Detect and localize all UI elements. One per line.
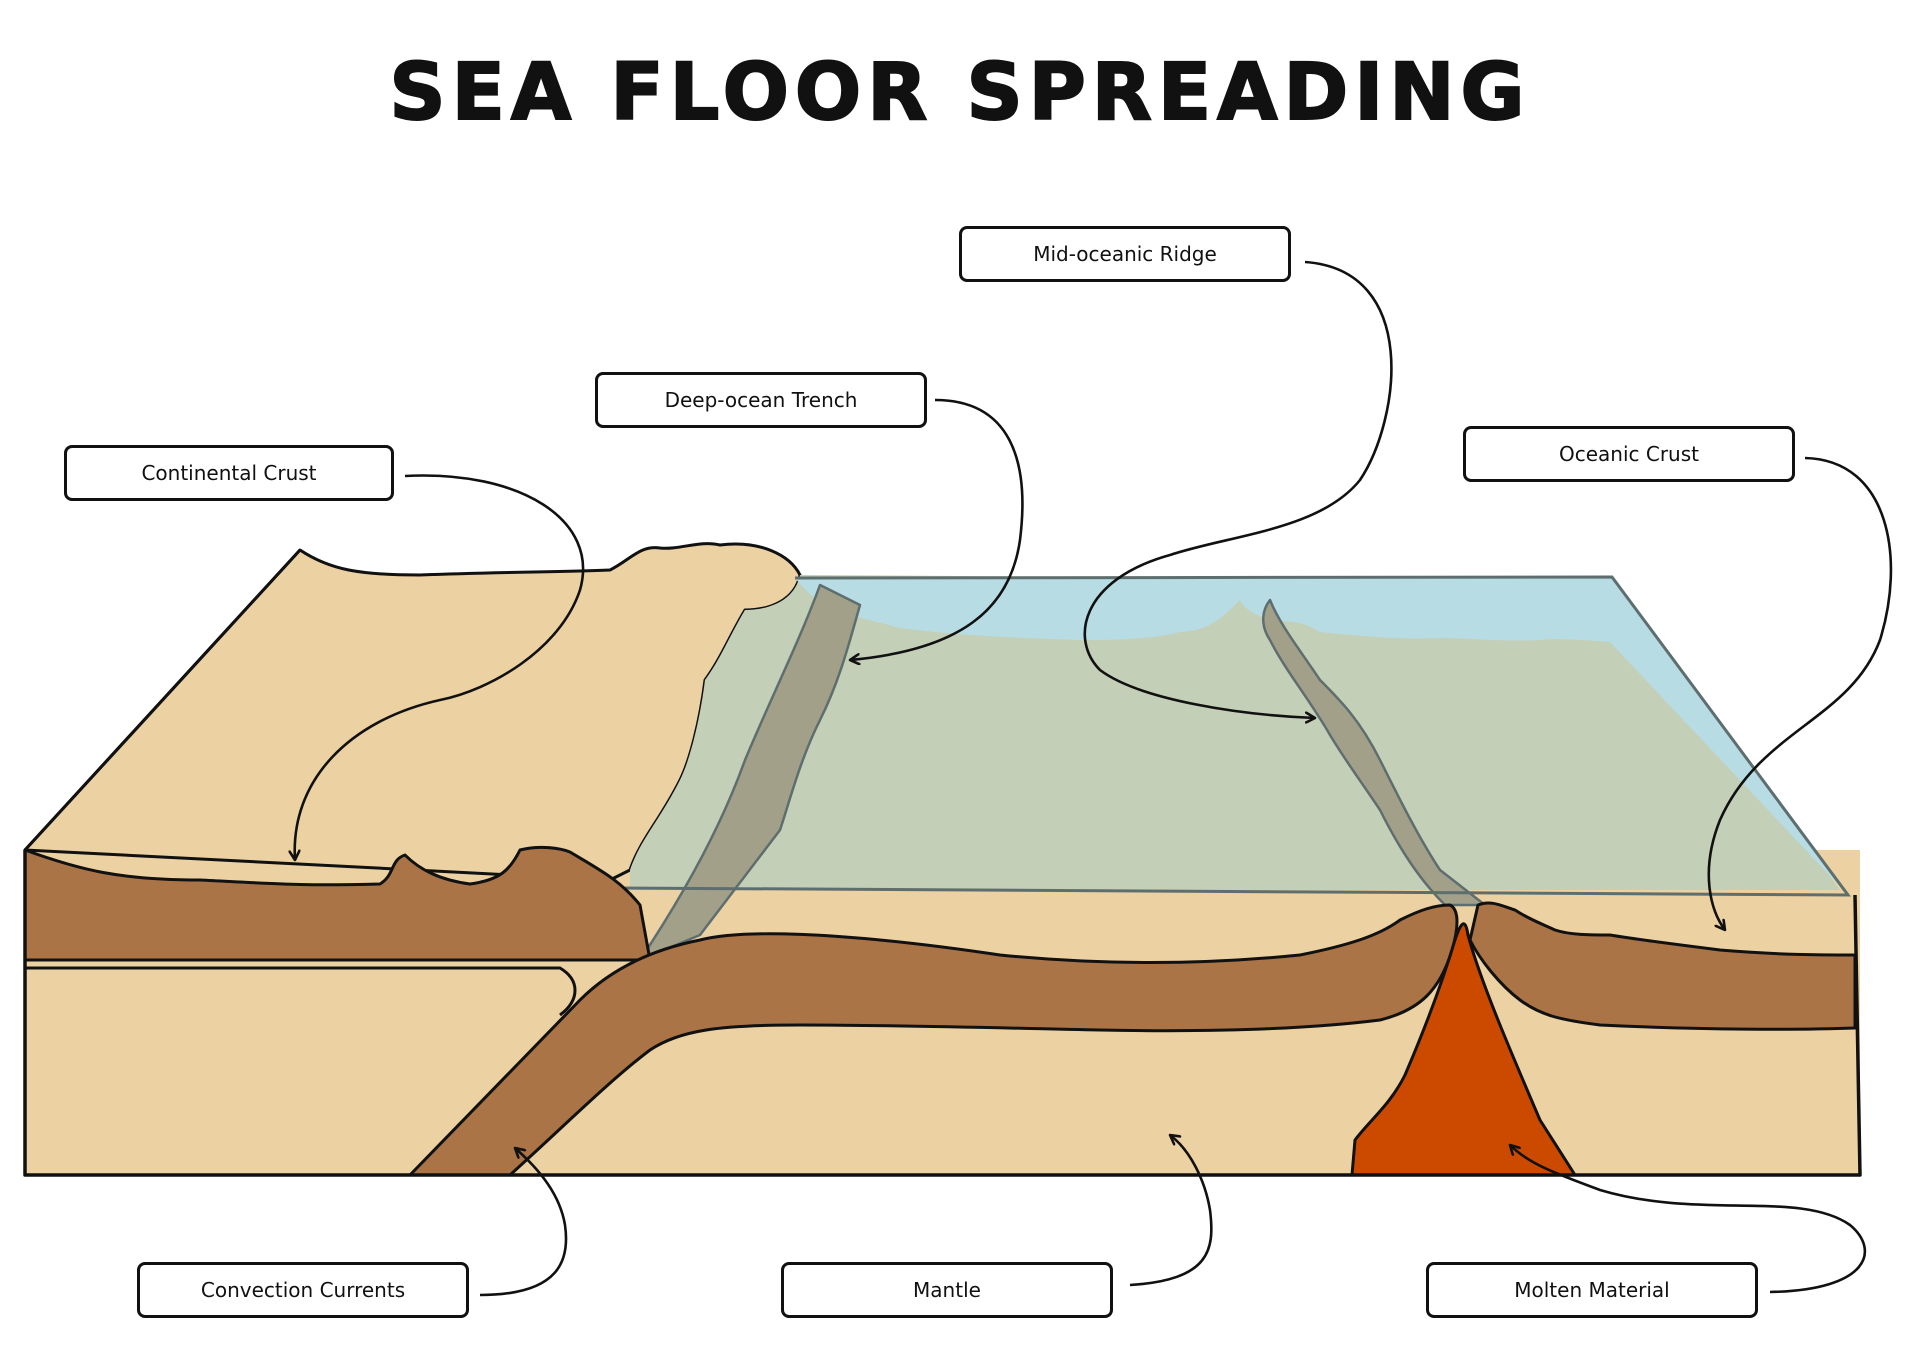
arrow-mid-oceanic-ridge (1083, 260, 1393, 718)
arrow-convection-currents (479, 1148, 568, 1297)
label-continental-crust: Continental Crust (64, 445, 394, 501)
arrow-continental-crust (295, 474, 585, 860)
ocean-top-edge (619, 575, 1851, 897)
label-convection-currents: Convection Currents (137, 1262, 469, 1318)
ocean-surface (795, 577, 1848, 895)
continental-crust-front (23, 845, 652, 962)
label-oceanic-crust: Oceanic Crust (1463, 426, 1795, 482)
arrow-oceanic-crust (1707, 456, 1893, 930)
arrow-mantle (1129, 1135, 1213, 1287)
oceanic-crust-front (1468, 901, 1857, 1031)
sea-floor-top (630, 575, 1840, 890)
arrow-deep-ocean-trench (850, 398, 1024, 660)
arrow-molten-material (1510, 1145, 1867, 1294)
label-molten-material: Molten Material (1426, 1262, 1758, 1318)
mantle-bulge (24, 966, 577, 1017)
magma-plume (1350, 922, 1577, 1177)
label-deep-ocean-trench: Deep-ocean Trench (595, 372, 927, 428)
block-outline (23, 850, 1862, 1177)
label-mid-oceanic-ridge: Mid-oceanic Ridge (959, 226, 1291, 282)
label-mantle: Mantle (781, 1262, 1113, 1318)
diagram-title: SEA FLOOR SPREADING (388, 47, 1531, 139)
back-edge (23, 548, 302, 852)
ridge-strip (1262, 598, 1487, 907)
